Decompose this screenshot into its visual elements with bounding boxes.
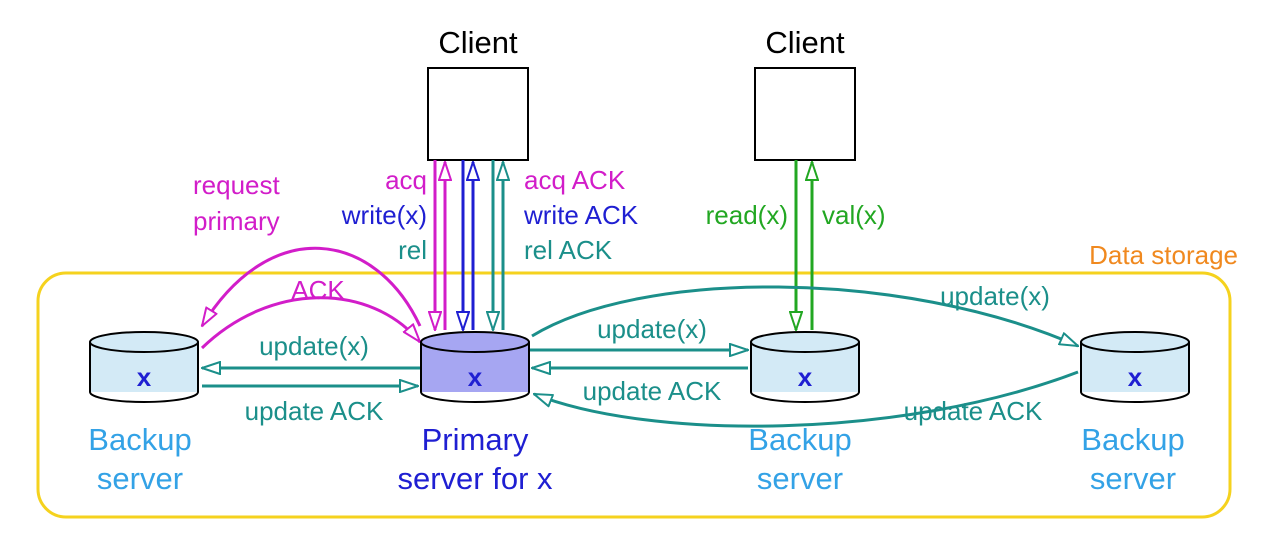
update-right-label: update(x) <box>940 281 1050 311</box>
client-label-2: Client <box>765 25 845 60</box>
cylinder-outline <box>1080 342 1190 403</box>
cylinder-outline <box>420 342 530 403</box>
backup-right-caption-line2: server <box>1090 461 1176 496</box>
data-storage-label: Data storage <box>1089 240 1238 270</box>
server-var-label: x <box>468 362 483 392</box>
backup-middle-caption-line2: server <box>757 461 843 496</box>
update-left-label: update(x) <box>259 331 369 361</box>
primary-caption-line1: Primary <box>422 422 529 457</box>
acq-label: acq <box>385 165 427 195</box>
client-box-2 <box>754 67 856 161</box>
write-label: write(x) <box>341 200 427 230</box>
cylinder-outline <box>89 342 199 403</box>
acq-ack-label: acq ACK <box>524 165 626 195</box>
cylinder-top <box>89 331 199 353</box>
primary-caption-line2: server for x <box>397 461 553 496</box>
request-primary-label-line1: request <box>193 170 280 200</box>
rel-ack-label: rel ACK <box>524 235 613 265</box>
server-var-label: x <box>798 362 813 392</box>
backup-right-caption-line1: Backup <box>1081 422 1184 457</box>
update-ack-mid-label: update ACK <box>583 376 722 406</box>
rel-label: rel <box>398 235 427 265</box>
update-ack-left-label: update ACK <box>245 396 384 426</box>
backup-middle-caption-line1: Backup <box>748 422 851 457</box>
update-ack-right-label: update ACK <box>904 396 1043 426</box>
cylinder-top <box>1080 331 1190 353</box>
cylinder-outline <box>750 342 860 403</box>
cylinder-top <box>750 331 860 353</box>
read-label: read(x) <box>706 200 788 230</box>
backup-server-left: x <box>89 331 199 403</box>
server-var-label: x <box>137 362 152 392</box>
write-ack-label: write ACK <box>523 200 639 230</box>
client-primary-arrows <box>435 160 503 330</box>
update-ack-right-arrow <box>534 370 1079 428</box>
client-backup-arrows <box>796 160 812 330</box>
cylinder-top <box>420 331 530 353</box>
request-primary-arrow <box>202 246 422 326</box>
primary-server: x <box>420 331 530 403</box>
server-var-label: x <box>1128 362 1143 392</box>
update-right-arrow <box>531 285 1078 348</box>
client-label-1: Client <box>438 25 518 60</box>
backup-left-caption-line2: server <box>97 461 183 496</box>
data-storage-frame <box>36 271 1232 519</box>
backup-server-right: x <box>1080 331 1190 403</box>
ack-label: ACK <box>291 275 345 305</box>
backup-server-middle: x <box>750 331 860 403</box>
request-primary-label-line2: primary <box>193 206 280 236</box>
update-mid-label: update(x) <box>597 314 707 344</box>
val-label: val(x) <box>822 200 886 230</box>
ack-arrow <box>200 296 420 350</box>
backup-left-caption-line1: Backup <box>88 422 191 457</box>
client-box-1 <box>427 67 529 161</box>
